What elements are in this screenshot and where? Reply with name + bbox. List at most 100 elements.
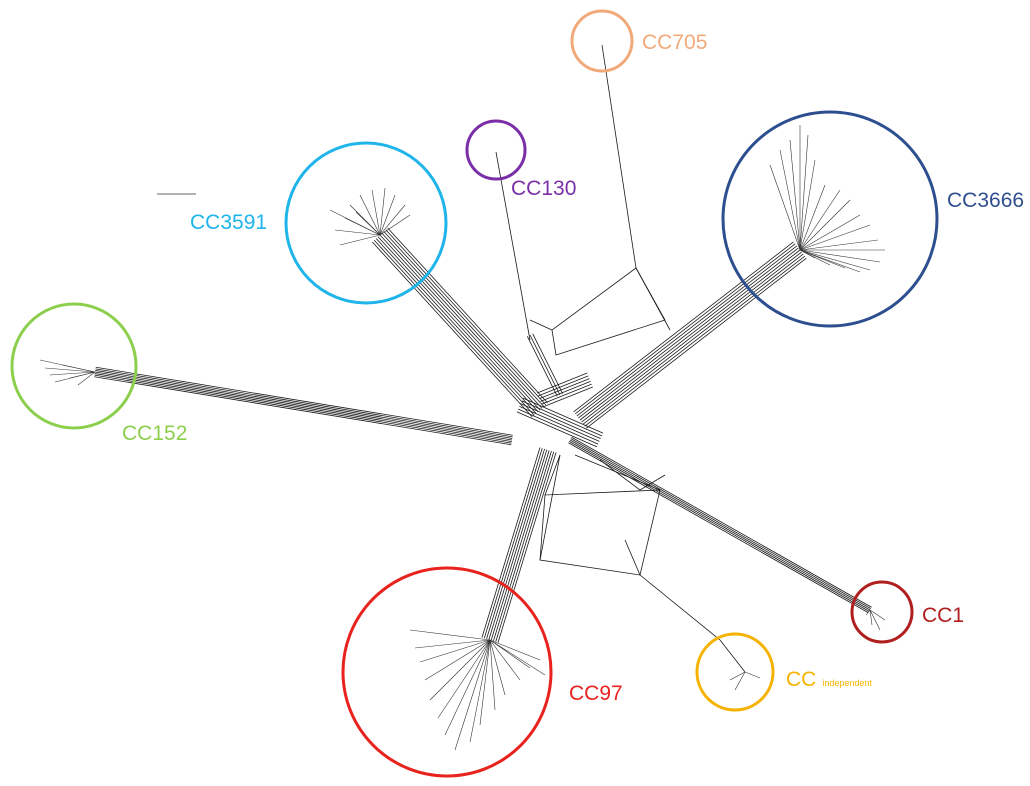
cluster-circle-cc152 — [10, 302, 138, 430]
cluster-label-cc130: CC130 — [511, 177, 577, 200]
leaf-43 — [437, 639, 491, 719]
edge-50 — [539, 454, 721, 641]
leaf-4 — [359, 194, 381, 236]
edge-64 — [719, 639, 746, 673]
edge-54 — [599, 459, 666, 491]
leaf-56 — [869, 609, 881, 631]
edge-59 — [490, 450, 550, 641]
leaf-7 — [379, 194, 396, 236]
edge-37 — [584, 255, 806, 427]
leaf-33 — [49, 371, 96, 376]
leaf-2 — [339, 234, 381, 246]
edge-23 — [379, 234, 541, 411]
cluster-sublabel-independent: independent — [822, 678, 872, 688]
edge-38 — [582, 253, 804, 425]
leaf-42 — [429, 639, 491, 701]
leaf-12 — [769, 164, 801, 251]
edge-8 — [539, 378, 590, 399]
leaf-48 — [489, 639, 496, 711]
edge-4 — [518, 408, 599, 445]
edge-60 — [488, 449, 548, 640]
edge-41 — [578, 247, 799, 419]
edge-40 — [579, 249, 801, 421]
leaf-13 — [779, 149, 801, 251]
edge-62 — [483, 448, 543, 639]
edge-63 — [481, 447, 541, 638]
edge-36 — [586, 257, 807, 429]
cluster-label-cc1: CC1 — [922, 604, 965, 627]
edge-28 — [495, 151, 531, 341]
leaf-14 — [789, 139, 801, 251]
leaf-26 — [799, 249, 871, 271]
edge-10 — [541, 383, 592, 405]
leaf-19 — [799, 189, 841, 251]
edge-21 — [383, 231, 545, 407]
edge-9 — [540, 381, 591, 402]
cluster-circle-cc1 — [850, 580, 914, 644]
leaf-6 — [379, 187, 386, 236]
edge-26 — [373, 239, 535, 416]
edge-31 — [526, 336, 558, 397]
leaf-35 — [61, 364, 96, 373]
edge-49 — [568, 442, 869, 614]
edge-43 — [574, 243, 796, 415]
leaf-16 — [799, 134, 809, 251]
edge-58 — [493, 450, 552, 642]
leaf-18 — [799, 184, 826, 251]
cluster-label-cc705: CC705 — [642, 31, 708, 54]
edge-0 — [522, 397, 604, 434]
leaf-28 — [799, 249, 846, 269]
leaf-51 — [489, 639, 531, 669]
edge-29 — [532, 333, 564, 394]
edge-1 — [521, 400, 602, 437]
leaf-20 — [799, 199, 851, 251]
edge-32 — [601, 44, 637, 269]
edge-34 — [529, 319, 553, 331]
leaf-38 — [409, 629, 491, 641]
edge-18 — [94, 376, 512, 446]
edge-17 — [94, 374, 512, 444]
edge-57 — [495, 451, 555, 642]
edge-6 — [537, 372, 588, 394]
edge-44 — [573, 241, 794, 413]
leaf-25 — [799, 249, 881, 263]
leaf-22 — [799, 224, 871, 251]
leaf-30 — [799, 249, 816, 259]
edge-30 — [529, 334, 561, 396]
cluster-label-cc97: CC97 — [569, 682, 623, 705]
edge-61 — [486, 448, 545, 640]
leaf-44 — [444, 639, 491, 736]
edge-14 — [95, 370, 513, 439]
leaf-39 — [414, 639, 491, 649]
leaf-40 — [419, 639, 491, 663]
cluster-circle-cc3591 — [284, 141, 448, 305]
edge-55 — [624, 539, 641, 576]
leaf-17 — [799, 159, 816, 251]
edge-48 — [569, 441, 870, 612]
edge-15 — [94, 371, 513, 441]
edge-46 — [570, 438, 871, 609]
leaf-54 — [865, 609, 871, 616]
edge-16 — [94, 373, 512, 442]
leaf-27 — [799, 249, 861, 273]
leaf-55 — [869, 609, 873, 626]
network-edges — [94, 44, 872, 673]
leaf-52 — [489, 639, 541, 661]
edge-22 — [381, 232, 543, 409]
leaf-57 — [869, 609, 886, 621]
leaf-58 — [729, 671, 746, 681]
network-leaves — [39, 125, 886, 751]
edge-33 — [551, 267, 666, 356]
cluster-circle-cc3666 — [721, 110, 939, 328]
leaf-9 — [379, 214, 411, 236]
edge-52 — [544, 454, 661, 496]
edge-12 — [95, 366, 513, 436]
edge-53 — [539, 494, 546, 561]
edge-45 — [571, 436, 872, 608]
edge-27 — [372, 241, 533, 418]
leaf-37 — [77, 371, 96, 386]
leaf-59 — [734, 671, 746, 691]
edge-39 — [581, 251, 802, 423]
